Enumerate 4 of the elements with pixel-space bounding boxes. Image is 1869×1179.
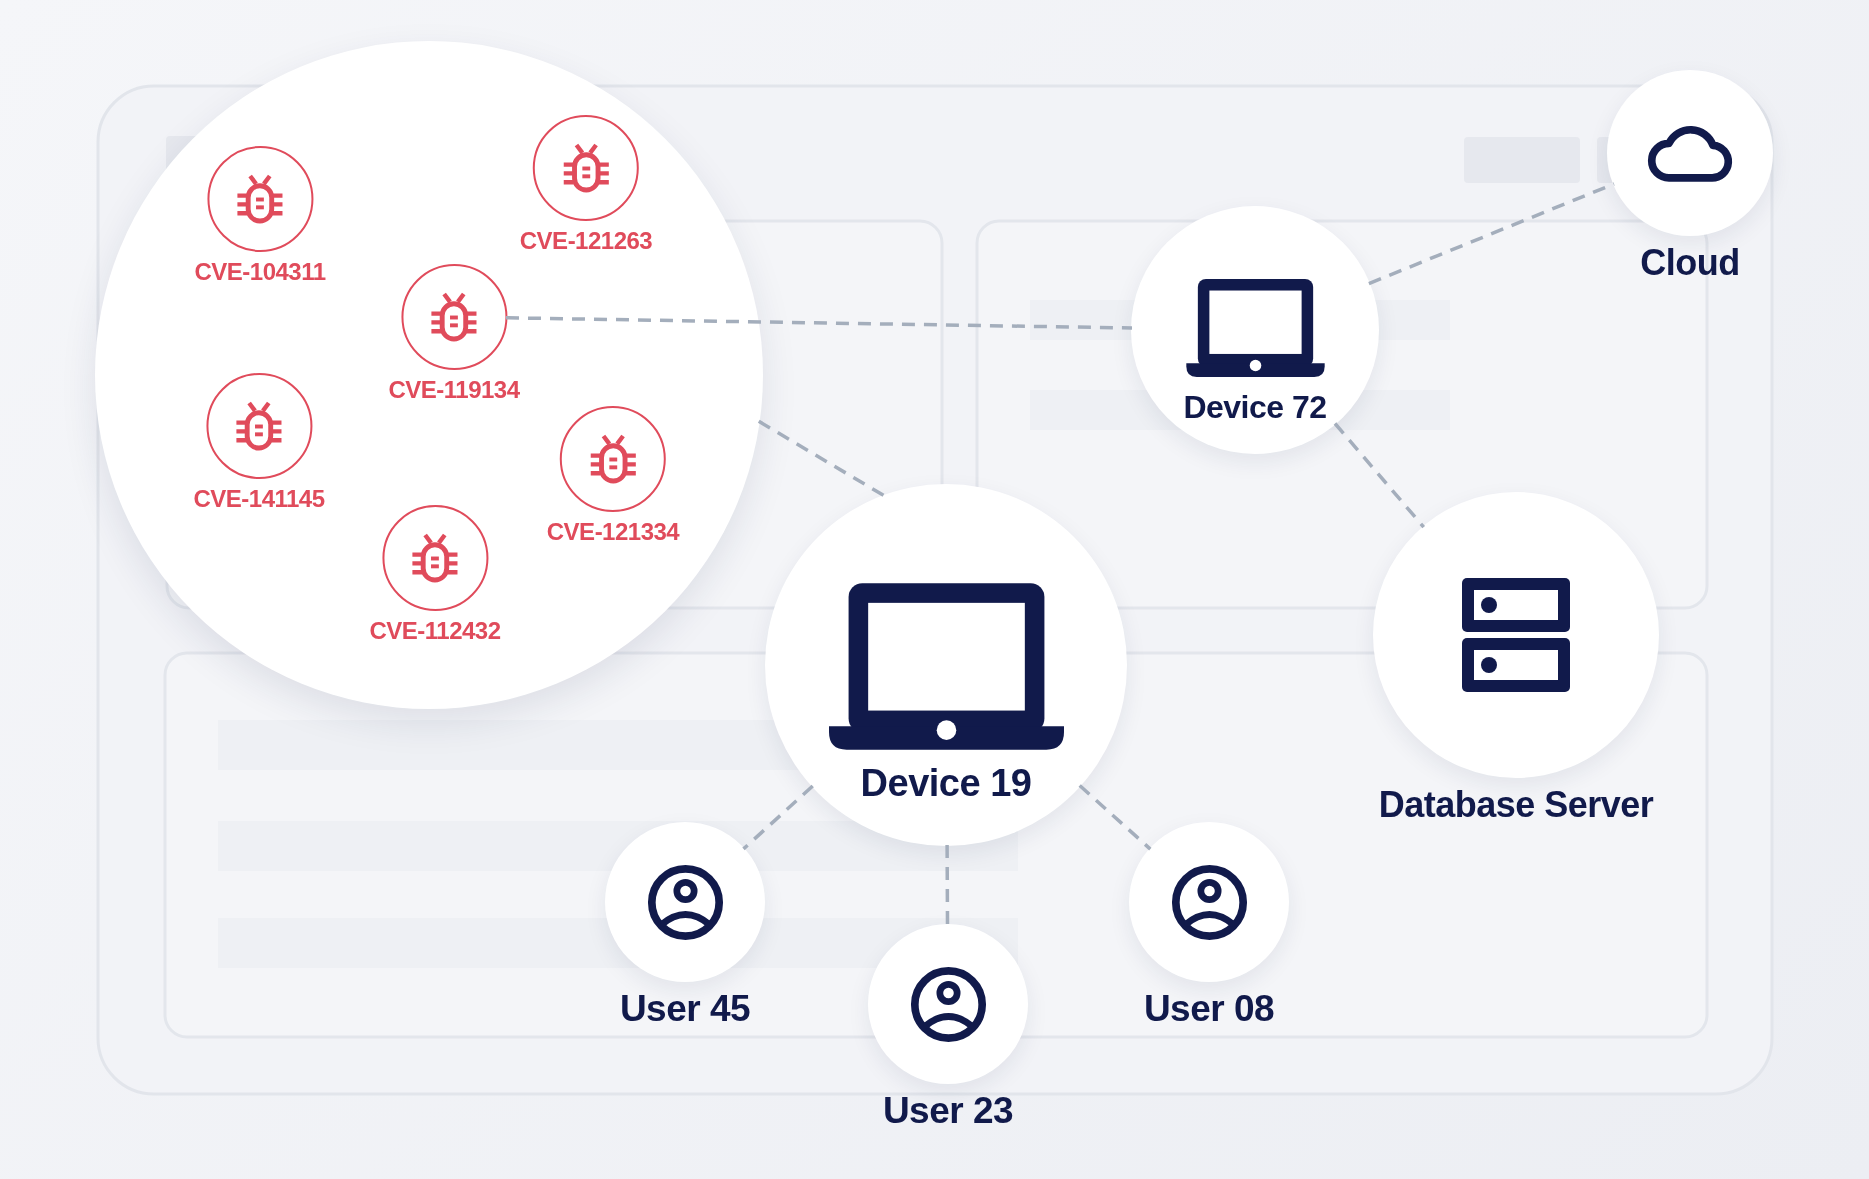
node-label: User 23 bbox=[882, 1090, 1014, 1133]
node-label: User 45 bbox=[619, 988, 751, 1031]
node-label: User 08 bbox=[1143, 988, 1275, 1031]
node-label: Cloud bbox=[1640, 242, 1740, 284]
